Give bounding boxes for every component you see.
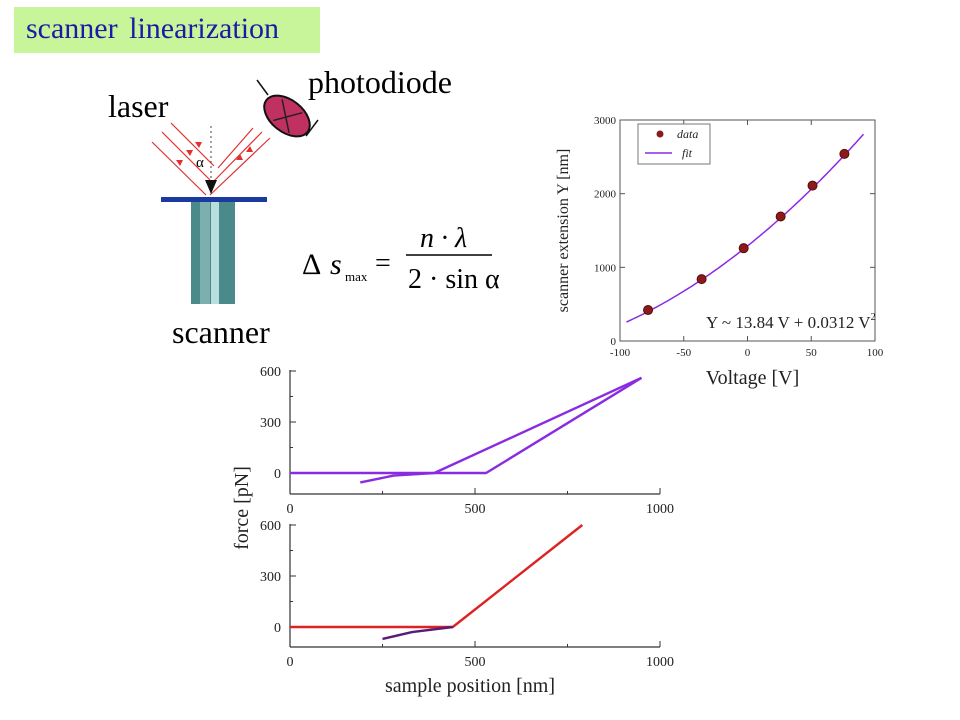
x-axis-label: Voltage [V] — [706, 367, 800, 389]
x-tick-label: 0 — [745, 347, 751, 359]
formula-denominator: 2 · sin α — [408, 264, 500, 295]
force-marks — [290, 376, 643, 641]
legend-box — [637, 123, 711, 165]
calibration-legend: data fit — [637, 123, 711, 165]
force-trace — [360, 376, 643, 484]
y-tick-label: 300 — [260, 570, 281, 585]
calibration-marks — [626, 133, 865, 323]
fit-equation-exponent: 2 — [871, 312, 876, 323]
x-tick-label: -100 — [610, 347, 631, 359]
x-tick-label: 500 — [465, 502, 486, 517]
formula-equals: = — [375, 248, 391, 279]
force-axes: 0 500 1000 0 300 600 0 500 1000 0 300 600 force [pN]… — [231, 365, 674, 697]
formula-numerator: n · λ — [420, 223, 467, 254]
formula-delta: Δ — [302, 248, 321, 281]
y-tick-label: 600 — [260, 365, 281, 380]
data-point — [643, 305, 654, 316]
photodiode-label: photodiode — [308, 64, 452, 100]
formula: Δ s max = n · λ 2 · sin α — [302, 223, 500, 295]
y-tick-label: 0 — [274, 621, 281, 636]
y-tick-label: 0 — [274, 467, 281, 482]
x-tick-label: 1000 — [646, 655, 674, 670]
x-tick-label: 100 — [867, 347, 884, 359]
force-trace — [382, 625, 453, 641]
data-point — [839, 148, 850, 159]
scanner-highlight — [211, 202, 219, 304]
x-tick-label: 1000 — [646, 502, 674, 517]
data-point — [738, 243, 749, 254]
fit-equation: Y ~ 13.84 V + 0.0312 V2 — [706, 312, 876, 332]
photodiode-mount-top — [256, 79, 269, 96]
legend-data-label: data — [677, 127, 698, 141]
formula-s: s — [330, 248, 342, 281]
legend-fit-label: fit — [682, 146, 693, 160]
beam-arrowheads — [176, 142, 253, 166]
laser-beams — [151, 122, 271, 196]
scanner-shade — [200, 202, 210, 304]
legend-data-marker — [656, 130, 664, 138]
x-tick-label: 0 — [287, 655, 294, 670]
tip-arrow — [205, 180, 217, 194]
slide-title: scanner linearization — [26, 12, 280, 45]
laser-label: laser — [108, 88, 169, 124]
y-tick-label: 0 — [611, 336, 617, 348]
x-tick-label: 500 — [465, 655, 486, 670]
y-tick-label: 1000 — [594, 262, 617, 274]
y-tick-label: 600 — [260, 519, 281, 534]
y-tick-label: 2000 — [594, 189, 617, 201]
data-point — [807, 180, 818, 191]
scanner-plate — [161, 197, 267, 202]
photodiode-mount-bottom — [305, 119, 319, 137]
force-trace — [290, 524, 584, 629]
title-box — [14, 7, 320, 53]
scanner-label: scanner — [172, 314, 270, 350]
y-tick-label: 300 — [260, 416, 281, 431]
data-point — [775, 211, 786, 222]
formula-sub: max — [345, 269, 368, 284]
y-tick-label: 3000 — [594, 115, 617, 127]
x-axis-label: sample position [nm] — [385, 675, 555, 697]
x-tick-label: 50 — [806, 347, 818, 359]
y-axis-label: scanner extension Y [nm] — [555, 149, 572, 313]
x-tick-label: 0 — [287, 502, 294, 517]
photodiode-icon — [263, 94, 311, 138]
alpha-label: α — [196, 155, 204, 171]
force-trace — [290, 376, 643, 475]
data-point — [696, 274, 707, 285]
y-axis-label: force [pN] — [231, 466, 253, 550]
x-tick-label: -50 — [676, 347, 691, 359]
